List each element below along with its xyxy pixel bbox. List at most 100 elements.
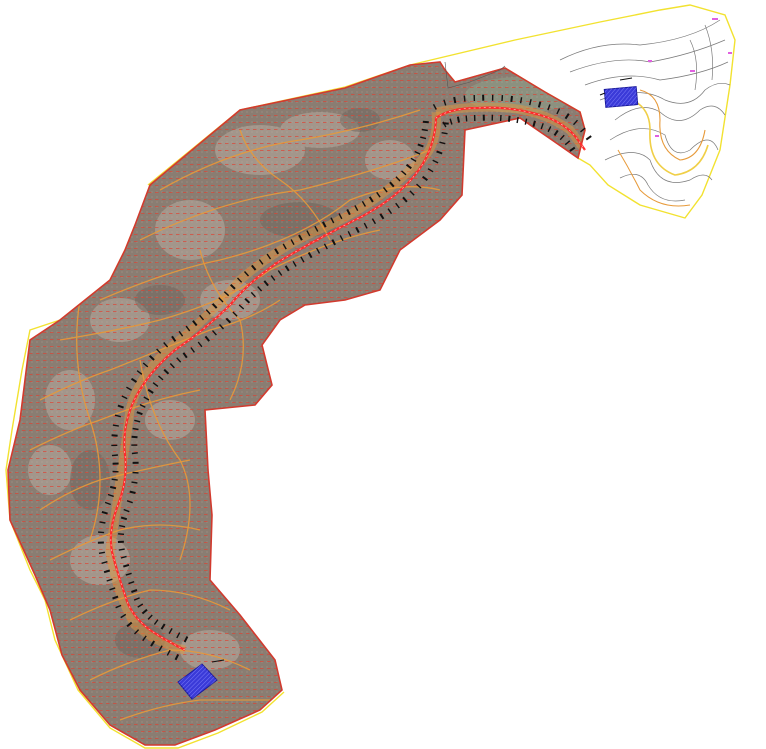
cross-section-tick [420,136,427,140]
cross-section-tick [532,120,536,127]
cross-section-tick [174,653,180,661]
cross-section-tick [225,317,232,324]
cross-section-tick [300,256,305,263]
cross-section-tick [379,213,385,220]
cross-section-tick [126,386,132,391]
cross-section-tick [111,454,118,457]
cross-section-tick [402,196,408,203]
cross-section-tick [427,168,434,173]
cross-section-tick [339,235,344,242]
cross-section-tick [516,116,519,124]
cross-section-tick [166,649,171,656]
cross-section-tick [382,186,388,193]
cross-section-tick [118,548,125,551]
cross-section-tick [553,129,559,136]
cross-section-tick [409,190,415,196]
cross-section-tick [183,636,189,643]
cross-section-tick [139,403,146,408]
cross-section-tick [178,330,184,337]
cross-section-tick [131,589,138,593]
cross-section-tick [112,424,119,427]
cross-section-tick [104,501,111,506]
cross-section-tick [258,259,264,265]
cross-section-tick [129,490,136,494]
cross-section-tick [156,348,162,354]
cross-section-tick [416,183,422,189]
cross-section-tick [355,226,360,234]
cross-section-tick [106,578,113,582]
cross-section-tick [160,623,166,630]
cross-section-tick [120,613,127,619]
cross-section-tick [507,115,511,122]
cross-section-tick [168,628,173,634]
cross-section-tick [510,95,513,103]
cross-section-tick [307,252,313,259]
cross-section-tick [547,104,551,111]
cross-section-tick [130,377,138,383]
cross-section-tick [98,551,106,554]
cross-section-tick [556,108,561,115]
cross-section-tick [449,118,453,125]
cross-section-tick [395,176,401,182]
cross-section-tick [540,123,544,130]
cross-section-tick [456,116,460,123]
cross-section-tick [199,314,205,321]
facility-north-east [599,77,639,108]
cross-section-tick [346,208,351,216]
project-site-boundary [7,61,586,746]
cross-section-tick [306,230,311,237]
cross-section-tick [114,414,121,418]
cross-section-tick [112,595,119,600]
cross-section-tick [131,481,138,484]
cross-section-tick [136,411,143,416]
cross-section-tick [111,478,118,481]
cross-section-tick [290,239,295,246]
cross-section-tick [152,382,159,387]
cross-section-tick [185,325,191,332]
cross-section-tick [109,485,117,490]
cross-section-tick [330,217,335,224]
cross-section-tick [442,121,447,128]
cross-section-tick [190,347,195,353]
cross-section-tick [322,221,327,228]
cross-section-tick [126,621,133,628]
cross-section-tick [315,247,321,254]
cross-section-tick [163,368,170,375]
cross-section-tick [564,140,571,146]
cross-section-tick [439,141,446,145]
cross-section-tick [529,99,532,106]
cross-section-tick [109,587,116,591]
cross-section-tick [331,239,336,246]
existing-structure-outline [444,61,506,89]
cross-section-tick [197,341,203,348]
cross-section-tick [270,275,276,281]
cross-section-tick [414,150,421,155]
cross-section-tick [338,213,343,220]
cross-section-tick [463,95,466,102]
cross-section-tick [436,150,443,155]
cross-section-tick [142,362,149,368]
cross-section-tick [292,260,297,267]
cross-section-tick [395,202,400,209]
pink-marks [648,18,732,137]
cross-section-tick [236,277,243,283]
cross-section-tick [389,181,395,188]
cross-section-tick [218,324,225,330]
cross-section-tick [158,645,163,652]
cross-section-tick [115,604,122,609]
cross-section-tick [169,363,175,369]
cross-section-tick [453,96,457,104]
cross-section-tick [368,196,374,203]
cross-section-tick [153,619,159,625]
cross-section-tick [564,113,570,120]
cross-section-tick [274,248,280,255]
cross-section-tick [101,510,108,515]
cross-section-tick [441,132,448,135]
cross-section-tick [519,97,523,104]
cross-section-tick [223,291,230,297]
cross-section-tick [111,434,118,437]
cross-section-tick [422,120,429,124]
cross-section-tick [387,208,393,215]
cross-section-tick [171,335,177,342]
